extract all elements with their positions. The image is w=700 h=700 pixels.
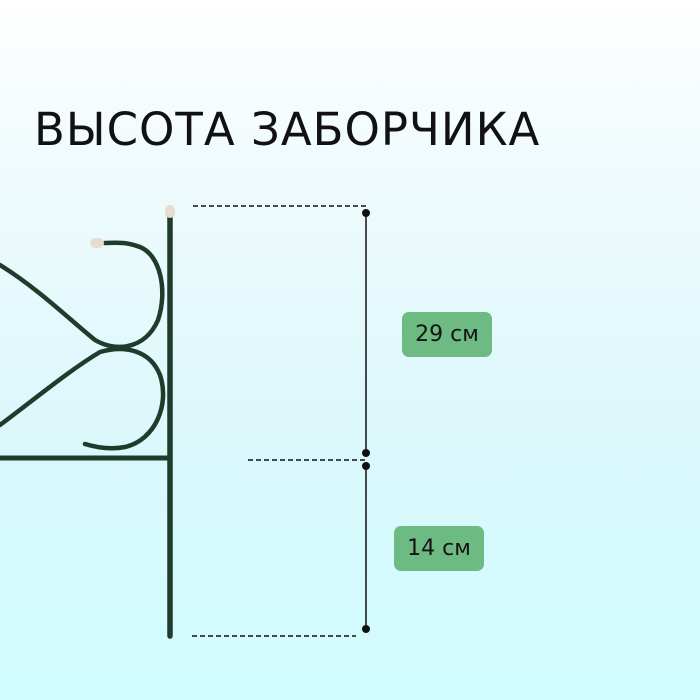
post-cap (165, 205, 175, 218)
lower-height-badge: 14 см (394, 526, 484, 571)
scroll-cap (90, 238, 104, 248)
upper-height-badge: 29 см (402, 312, 492, 357)
dimension-lines (192, 205, 367, 637)
page-title: ВЫСОТА ЗАБОРЧИКА (34, 103, 541, 156)
fence-illustration (0, 213, 173, 639)
dimension-dots (362, 209, 370, 633)
